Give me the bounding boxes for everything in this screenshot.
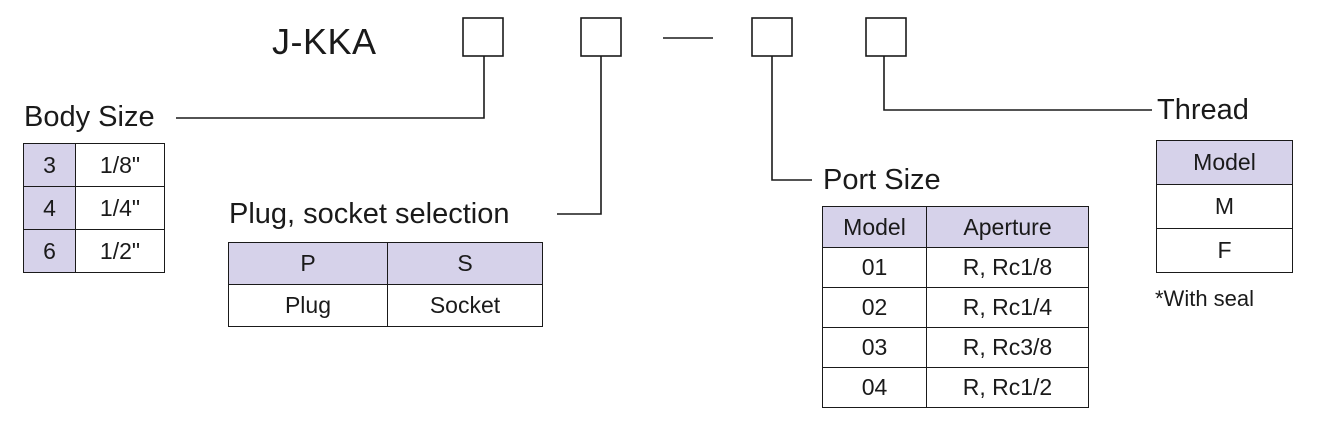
- code-box-2: [580, 17, 622, 57]
- plug-socket-value: Plug: [228, 284, 388, 327]
- body-size-value: 1/8": [75, 143, 165, 187]
- thread-value: F: [1156, 228, 1293, 273]
- body-size-value: 1/2": [75, 229, 165, 273]
- port-size-header: Aperture: [926, 206, 1089, 248]
- table-row: 3 1/8": [23, 143, 165, 187]
- port-size-header: Model: [822, 206, 927, 248]
- body-size-code: 3: [23, 143, 76, 187]
- body-size-title: Body Size: [24, 101, 155, 133]
- code-box-3: [751, 17, 793, 57]
- plug-socket-header: P: [228, 242, 388, 285]
- table-row: Plug Socket: [228, 284, 543, 327]
- port-size-aperture: R, Rc1/2: [926, 367, 1089, 408]
- port-size-aperture: R, Rc1/4: [926, 287, 1089, 328]
- thread-title: Thread: [1157, 94, 1249, 126]
- code-box-1: [462, 17, 504, 57]
- table-row: 4 1/4": [23, 186, 165, 230]
- plug-socket-value: Socket: [387, 284, 543, 327]
- thread-value: M: [1156, 184, 1293, 229]
- table-row: 6 1/2": [23, 229, 165, 273]
- body-size-value: 1/4": [75, 186, 165, 230]
- body-size-table: 3 1/8" 4 1/4" 6 1/2": [23, 143, 165, 273]
- code-box-4: [865, 17, 907, 57]
- table-row: F: [1156, 228, 1293, 273]
- leader-thread: [883, 56, 1152, 111]
- port-size-aperture: R, Rc3/8: [926, 327, 1089, 368]
- port-size-table: Model Aperture 01 R, Rc1/8 02 R, Rc1/4 0…: [822, 206, 1089, 408]
- body-size-code: 6: [23, 229, 76, 273]
- table-row: Model Aperture: [822, 206, 1089, 248]
- port-size-aperture: R, Rc1/8: [926, 247, 1089, 288]
- plug-socket-title: Plug, socket selection: [229, 198, 510, 230]
- port-size-model: 02: [822, 287, 927, 328]
- model-code: J-KKA: [272, 21, 377, 62]
- leader-body-size: [176, 56, 485, 119]
- port-size-title: Port Size: [823, 164, 941, 196]
- port-size-model: 01: [822, 247, 927, 288]
- leader-plug-socket: [557, 56, 602, 215]
- table-row: M: [1156, 184, 1293, 229]
- thread-note: *With seal: [1155, 286, 1255, 311]
- table-row: 02 R, Rc1/4: [822, 287, 1089, 328]
- table-row: 04 R, Rc1/2: [822, 367, 1089, 408]
- leader-port-size: [771, 56, 812, 181]
- plug-socket-header: S: [387, 242, 543, 285]
- table-row: 01 R, Rc1/8: [822, 247, 1089, 288]
- body-size-code: 4: [23, 186, 76, 230]
- table-row: 03 R, Rc3/8: [822, 327, 1089, 368]
- port-size-model: 03: [822, 327, 927, 368]
- thread-table: Model M F: [1156, 140, 1293, 273]
- plug-socket-table: P S Plug Socket: [228, 242, 543, 327]
- table-row: P S: [228, 242, 543, 285]
- port-size-model: 04: [822, 367, 927, 408]
- thread-header: Model: [1156, 140, 1293, 185]
- table-row: Model: [1156, 140, 1293, 185]
